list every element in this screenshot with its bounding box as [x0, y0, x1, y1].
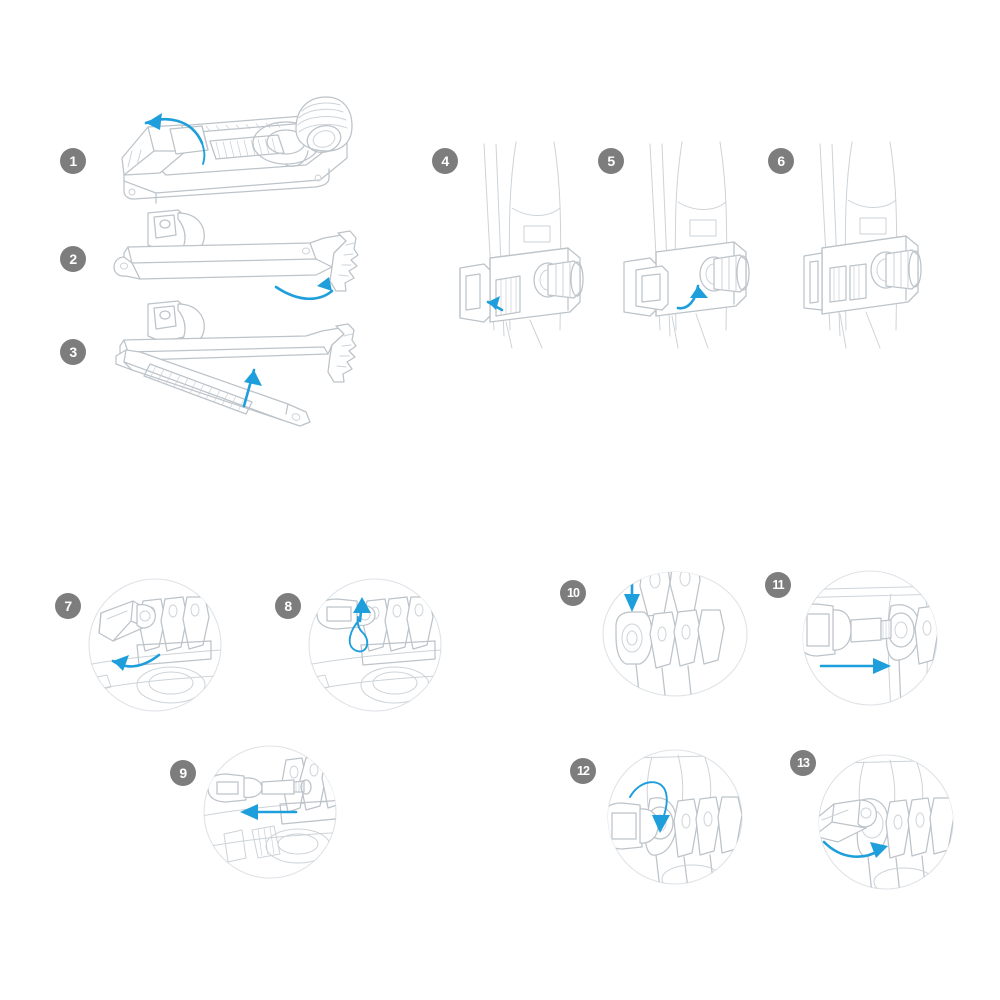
- group-strap-mounting: 4: [420, 130, 980, 360]
- step-badge-7: 7: [55, 593, 81, 619]
- step-badge-11: 11: [765, 572, 791, 598]
- step-badge-3: 3: [60, 339, 86, 365]
- step-badge-10: 10: [560, 580, 586, 606]
- step-badge-9: 9: [170, 760, 196, 786]
- step-6-illustration: [786, 140, 956, 350]
- step-13-illustration: [808, 750, 958, 895]
- step-8-illustration: [305, 575, 445, 715]
- group-camera-attachment: 10: [550, 560, 980, 900]
- step-badge-2: 2: [60, 246, 86, 272]
- step-badge-5: 5: [598, 148, 624, 174]
- step-badge-12: 12: [570, 758, 596, 784]
- step-badge-4: 4: [432, 148, 458, 174]
- step-badge-6: 6: [768, 148, 794, 174]
- step-badge-13: 13: [790, 750, 816, 776]
- step-4-illustration: [450, 140, 620, 350]
- step-badge-8: 8: [275, 593, 301, 619]
- step-3-illustration: [110, 298, 360, 428]
- step-7-illustration: [85, 575, 225, 715]
- step-5-illustration: [616, 140, 786, 350]
- step-11-illustration: [795, 568, 945, 713]
- group-thumbscrew-removal: 7: [45, 560, 485, 900]
- step-10-illustration: [600, 568, 750, 708]
- step-9-illustration: [200, 742, 340, 882]
- step-1-illustration: [110, 95, 360, 205]
- step-12-illustration: [600, 745, 750, 890]
- group-clip-assembly: 1: [0, 0, 400, 460]
- step-badge-1: 1: [60, 148, 86, 174]
- step-2-illustration: [110, 205, 360, 315]
